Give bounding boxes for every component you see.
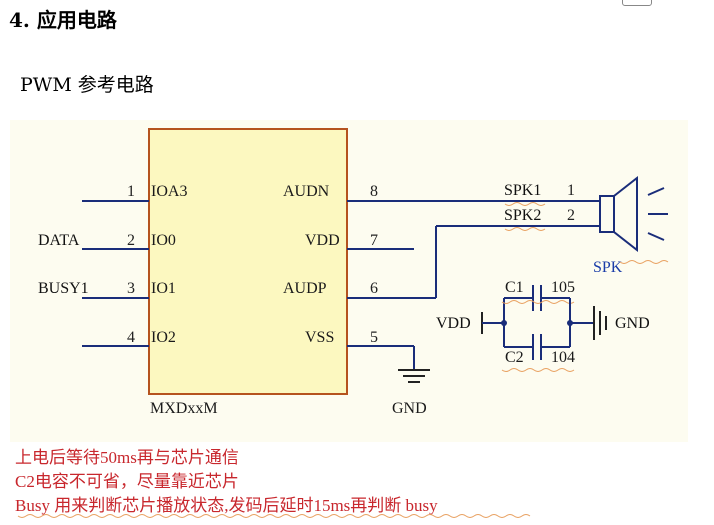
chip-name: MXDxxM <box>150 400 218 417</box>
gnd-label: GND <box>392 400 427 417</box>
pin-name: AUDN <box>283 183 330 200</box>
chip-body <box>148 128 348 395</box>
c2-value: 104 <box>551 349 575 366</box>
right-pin-7: VDD 7 <box>305 232 414 250</box>
note-line-3: Busy 用来判断芯片播放状态,发码后延时15ms再判断 busy <box>15 496 438 515</box>
pin-name: IO0 <box>151 232 176 249</box>
capacitor-network: VDD C1 105 C2 104 GND <box>436 279 650 372</box>
c2-label: C2 <box>505 349 524 366</box>
cap-vdd-label: VDD <box>436 315 471 332</box>
window-corner-button[interactable] <box>622 0 652 6</box>
net-label-spk1: SPK1 <box>504 182 541 199</box>
pin-name: IO1 <box>151 280 176 297</box>
section-heading: 4. 应用电路 <box>9 8 117 32</box>
right-pin-8: AUDN 8 <box>283 183 600 202</box>
pin-name: VDD <box>305 232 340 249</box>
c1-label: C1 <box>505 279 524 296</box>
pin-name: IOA3 <box>151 183 187 200</box>
speaker-icon: SPK <box>593 175 669 276</box>
left-pin-3: BUSY1 3 IO1 <box>38 280 176 299</box>
cap-gnd-label: GND <box>615 315 650 332</box>
pin-name: VSS <box>305 329 334 346</box>
pin-name: IO2 <box>151 329 176 346</box>
speaker-pin-2: 2 <box>567 207 575 224</box>
speaker-pin-1: 1 <box>567 182 575 199</box>
right-pin-6: AUDP 6 <box>283 225 600 299</box>
left-pin-2: DATA 2 IO0 <box>38 232 176 250</box>
ground-symbol: GND <box>392 369 430 417</box>
schematic-background <box>10 120 688 442</box>
pin-number: 8 <box>370 183 378 200</box>
pin-number: 4 <box>127 329 135 346</box>
net-label-spk2: SPK2 <box>504 207 541 224</box>
pin-name: AUDP <box>283 280 327 297</box>
pin-number: 7 <box>370 232 378 249</box>
c1-value: 105 <box>551 279 575 296</box>
pin-number: 5 <box>370 329 378 346</box>
left-pin-1: 1 IOA3 <box>82 183 187 202</box>
speaker-label: SPK <box>593 259 623 276</box>
pin-number: 6 <box>370 280 378 297</box>
note-line-1: 上电后等待50ms再与芯片通信 <box>15 448 239 467</box>
pin-number: 2 <box>127 232 135 249</box>
left-pin-4: 4 IO2 <box>82 329 176 347</box>
net-label-busy1: BUSY1 <box>38 280 89 297</box>
net-label-data: DATA <box>38 232 80 249</box>
note-line-2: C2电容不可省，尽量靠近芯片 <box>15 472 239 491</box>
section-subheading: PWM 参考电路 <box>20 74 154 96</box>
pin-number: 3 <box>127 280 135 297</box>
right-pin-5: VSS 5 <box>305 329 415 370</box>
pin-number: 1 <box>127 183 135 200</box>
